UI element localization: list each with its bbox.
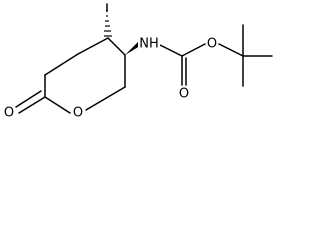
- hashed-wedge-methyl: [104, 3, 112, 37]
- bond-c-c4-c5: [107, 37, 126, 56]
- svg-text:O: O: [73, 106, 83, 121]
- atom-carbamate-carbonyl-oxygen: O: [178, 86, 190, 102]
- bold-wedge-c5-n: [125, 42, 140, 55]
- bond-carbamate-c-o: [181, 43, 206, 57]
- atom-amine-nitrogen: NH: [138, 36, 160, 52]
- bond-carbonyl-double-a: [18, 96, 46, 114]
- bond-c-c2-c3: [44, 53, 79, 76]
- svg-text:O: O: [207, 37, 217, 52]
- atom-carbonyl-oxygen: O: [3, 104, 15, 121]
- bond-c-c3-c4: [77, 37, 109, 55]
- bond-c-c6-o1: [85, 86, 126, 111]
- bond-n-carbamate-c: [157, 43, 183, 57]
- svg-text:O: O: [179, 87, 189, 102]
- atom-ring-oxygen: O: [72, 104, 84, 121]
- svg-text:O: O: [4, 106, 14, 121]
- svg-text:NH: NH: [139, 37, 159, 52]
- atom-carbamate-ether-oxygen: O: [206, 36, 218, 52]
- bond-o1-c2: [44, 96, 71, 114]
- bond-o-tbu-c: [218, 43, 244, 57]
- molecule-structure: O O NH O O: [3, 3, 273, 121]
- bond-carbonyl-double-b: [15, 90, 42, 108]
